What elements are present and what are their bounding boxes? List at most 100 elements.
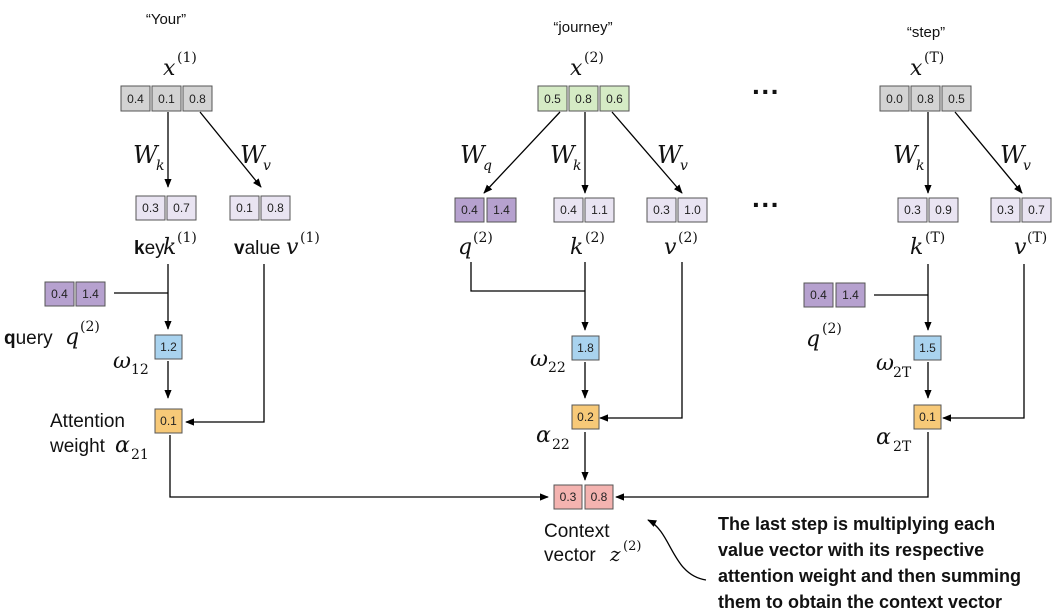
cell-value: 0.5 (948, 92, 965, 106)
vector-cell (913, 404, 942, 430)
context-word: Context (544, 521, 610, 542)
w-subscript: v (680, 158, 688, 174)
arrow-wv-2 (611, 111, 683, 194)
callout-line: The last step is multiplying each (718, 514, 995, 534)
cell-value: 0.9 (935, 203, 952, 217)
cell-value: 0.0 (886, 92, 903, 106)
cell-value: 0.4 (560, 203, 577, 217)
q-superscript: (2) (80, 319, 100, 335)
alpha-symbol: α (876, 425, 891, 450)
cell-value: 1.1 (591, 203, 608, 217)
omega-symbol: ω (876, 351, 894, 376)
callout-line: them to obtain the context vector (718, 592, 1002, 612)
w-subscript: k (916, 158, 924, 174)
arrow-alphaT-to-context (615, 432, 929, 501)
callout-line: value vector with its respective (718, 540, 984, 560)
cell-value: 0.3 (653, 203, 670, 217)
cell-value: 1.2 (160, 340, 177, 354)
token-step: “step” (907, 24, 945, 41)
vector-cell (879, 85, 910, 112)
value-vector-1: 0.1 0.8 (229, 195, 291, 221)
vector-cell (135, 195, 166, 221)
value-vector-T: 0.3 0.7 (990, 197, 1052, 223)
cell-value: 0.4 (810, 288, 827, 302)
x-superscript: (2) (584, 50, 604, 66)
vector-cell (599, 85, 630, 112)
cell-value: 0.4 (461, 203, 478, 217)
alpha-label-T: α 2T (876, 425, 912, 455)
arrow-value-to-alpha-T (942, 264, 1025, 422)
vector-cell (154, 334, 183, 360)
omega-subscript: 22 (548, 360, 566, 376)
vector-cell (803, 282, 834, 308)
k-superscript: (1) (177, 230, 197, 246)
x-symbol: x (163, 56, 176, 81)
vector-cell (486, 197, 517, 223)
omega-symbol: ω (113, 349, 131, 374)
omega-subscript: 2T (893, 365, 912, 381)
vector-cell (990, 197, 1021, 223)
cell-value: 1.4 (842, 288, 859, 302)
weight-label-wv-T: W v (1000, 141, 1031, 174)
vector-cell (568, 85, 599, 112)
cell-value: 1.4 (82, 287, 99, 301)
vector-cell (154, 408, 183, 434)
cell-value: 0.1 (158, 92, 175, 106)
weight-label-wk-1: W k (133, 141, 164, 174)
input-vector-x2: 0.5 0.8 0.6 (537, 85, 630, 112)
alpha-symbol: α (115, 433, 130, 458)
w-symbol: W (240, 141, 267, 169)
w-symbol: W (133, 141, 160, 169)
ellipsis-middle: ··· (752, 189, 780, 220)
callout-arrow (647, 519, 707, 581)
vector-cell (571, 335, 600, 361)
key-label-1: key k (1) (134, 230, 197, 260)
w-subscript: k (573, 158, 581, 174)
cell-value: 0.7 (1028, 203, 1045, 217)
col1-connectors (114, 264, 549, 501)
cell-value: 0.4 (127, 92, 144, 106)
w-subscript: v (263, 158, 271, 174)
vector-cell (454, 197, 485, 223)
vector-cell (537, 85, 568, 112)
cell-value: 0.3 (904, 203, 921, 217)
vector-cell (897, 197, 928, 223)
key-label-T: k (T) (910, 230, 945, 260)
vector-cell (166, 195, 197, 221)
alpha-symbol: α (536, 423, 551, 448)
cell-value: 0.3 (142, 201, 159, 215)
vector-cell (910, 85, 941, 112)
q-symbol: q (806, 327, 820, 352)
col2-connectors (470, 262, 683, 481)
attention-word: Attention (50, 411, 125, 432)
query-word-bold: q (4, 328, 16, 349)
w-subscript: q (483, 158, 492, 174)
k-symbol: k (163, 235, 176, 260)
k-superscript: (T) (925, 230, 945, 246)
value-vector-2: 0.3 1.0 (646, 197, 708, 223)
vector-cell (677, 197, 708, 223)
key-word-bold: k (134, 238, 145, 259)
alpha-subscript: 2T (893, 439, 912, 455)
query-word-rest: uery (16, 328, 53, 349)
vector-cell (835, 282, 866, 308)
cell-value: 1.8 (577, 341, 594, 355)
key-vector-2: 0.4 1.1 (553, 197, 615, 223)
value-label-1: value v (1) (234, 230, 320, 260)
w-subscript: v (1023, 158, 1031, 174)
key-word-rest: ey (145, 238, 166, 259)
cell-value: 0.8 (575, 92, 592, 106)
v-symbol: v (664, 235, 677, 260)
cell-value: 0.1 (236, 201, 253, 215)
cell-value: 0.5 (544, 92, 561, 106)
callout-text: The last step is multiplying each value … (718, 514, 1021, 612)
z-superscript: (2) (623, 539, 641, 554)
omega-label-2: ω 22 (530, 347, 566, 376)
q-symbol: q (65, 325, 79, 350)
token-your: “Your” (146, 11, 186, 28)
alpha-subscript: 22 (552, 437, 570, 453)
k-superscript: (2) (585, 230, 605, 246)
query-label-T: q (2) (806, 321, 842, 352)
omega-label-T: ω 2T (876, 351, 912, 381)
vector-cell (913, 335, 942, 361)
